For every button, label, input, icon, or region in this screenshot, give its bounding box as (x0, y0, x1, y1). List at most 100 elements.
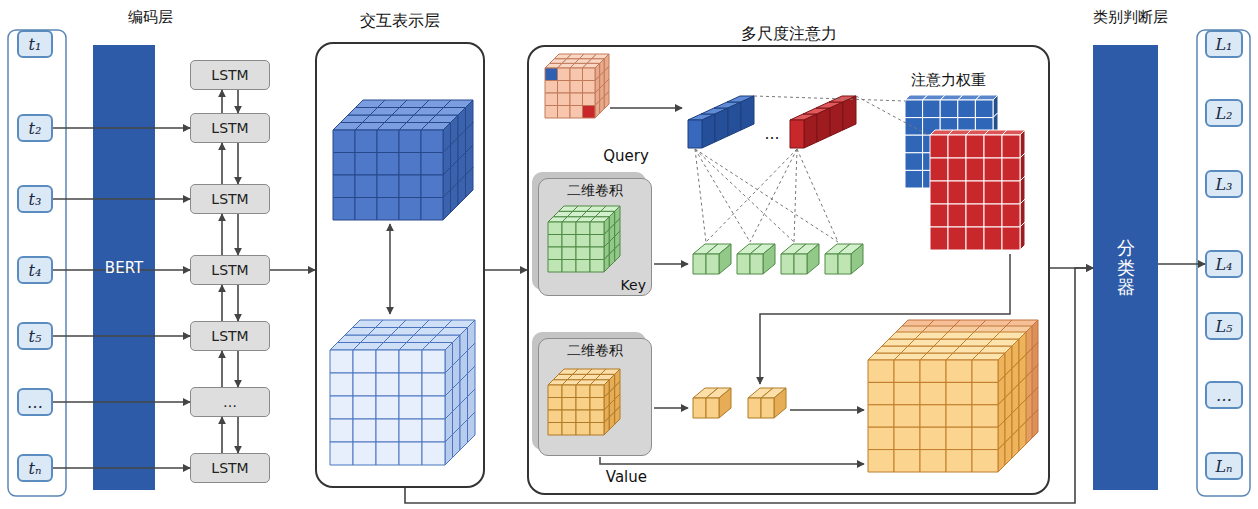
cube-cell (576, 260, 590, 273)
cube-cell (905, 100, 923, 118)
cube-cell (719, 244, 731, 274)
cube-cell (353, 419, 376, 442)
cube-cell (399, 373, 422, 396)
cube-cell (894, 382, 920, 404)
cube-cell (399, 198, 421, 221)
cube-cell (830, 102, 843, 136)
connector (270, 269, 315, 271)
cube-cell (422, 373, 445, 396)
cube-cell (763, 244, 775, 274)
cube-cell (562, 260, 576, 273)
cube-cell (958, 100, 976, 118)
node-text: … (27, 393, 43, 412)
cube-cell (422, 350, 445, 373)
cube-cell (825, 254, 838, 274)
cube-cell (604, 92, 609, 109)
cube-cell (905, 153, 923, 171)
connector (1158, 263, 1205, 265)
cube-cell (458, 175, 466, 205)
cube-cell (562, 247, 576, 260)
layer-heading: 交互表示层 (277, 11, 523, 32)
cube-cell (330, 442, 353, 465)
token-box: t₁ (17, 30, 53, 58)
cube-cell (355, 175, 377, 198)
cube-cell (748, 398, 761, 418)
cube-cell (1020, 222, 1025, 250)
connector (221, 90, 223, 113)
cube-cell (609, 412, 614, 430)
cube-cell (562, 222, 576, 235)
cube-cell (998, 443, 1005, 472)
cube-cell (615, 244, 620, 262)
cube-cell (966, 204, 984, 227)
output-panel (1197, 30, 1250, 496)
connector (221, 143, 223, 184)
cube-cell (948, 181, 966, 204)
cube-cell (1012, 429, 1019, 458)
cube-cell (355, 130, 377, 153)
label-box: L₂ (1205, 99, 1243, 127)
cube-cell (548, 235, 562, 248)
cube-cell (750, 254, 763, 274)
cube-cell (905, 170, 923, 188)
connector (221, 417, 223, 453)
cube-cell (1002, 135, 1020, 158)
cube-cell (330, 396, 353, 419)
node-text: L₁ (1215, 35, 1232, 54)
node-text: LSTM (211, 67, 248, 83)
token-box: … (17, 388, 53, 416)
cube-cell (702, 114, 715, 148)
cube-cell (377, 198, 399, 221)
cube-cell (688, 120, 702, 148)
connector (221, 214, 223, 255)
cube-cell (693, 254, 706, 274)
cube-cell (453, 427, 461, 458)
cube-cell (604, 254, 609, 272)
cube-cell (399, 130, 421, 153)
cube-cell (548, 222, 562, 235)
cube-cell (774, 388, 786, 418)
connector (237, 417, 239, 453)
node-text: BERT (105, 259, 143, 277)
cube-cell (1002, 204, 1020, 227)
node-text: 二维卷积 (539, 182, 651, 200)
cube-cell (868, 360, 894, 382)
cube-cell (558, 81, 571, 94)
cube-cell (817, 108, 830, 142)
cube-cell (562, 410, 576, 423)
connector (221, 285, 223, 321)
node-text: Value (606, 468, 647, 486)
cube-cell (940, 100, 958, 118)
cube-cell (570, 68, 583, 81)
connector (53, 335, 190, 337)
connector (237, 143, 239, 184)
cube-cell (966, 227, 984, 250)
cube-cell (719, 388, 731, 418)
cube-cell (984, 135, 1002, 158)
node-text: Key (621, 277, 646, 293)
cube-cell (609, 249, 614, 267)
cube-cell (333, 198, 355, 221)
cube-cell (590, 222, 604, 235)
node-text: 分类器 (1117, 238, 1135, 297)
cube-cell (330, 350, 353, 373)
cube-cell (460, 420, 468, 451)
cube-cell (706, 254, 719, 274)
node-text: t₅ (29, 327, 42, 346)
node-text: LSTM (211, 460, 248, 476)
cube-cell (421, 153, 443, 176)
node-text: L₄ (1215, 255, 1232, 274)
cube-cell (421, 175, 443, 198)
cube-cell (706, 398, 719, 418)
cube-cell (804, 114, 817, 148)
cube-cell (562, 398, 576, 411)
lstm-box: LSTM (190, 113, 270, 143)
cube-cell (930, 158, 948, 181)
inner-arrow (654, 407, 688, 409)
cube-cell (920, 427, 946, 449)
node-text: tₙ (29, 459, 42, 478)
node-text: LSTM (211, 191, 248, 207)
cube-cell (562, 385, 576, 398)
cube-cell (377, 175, 399, 198)
